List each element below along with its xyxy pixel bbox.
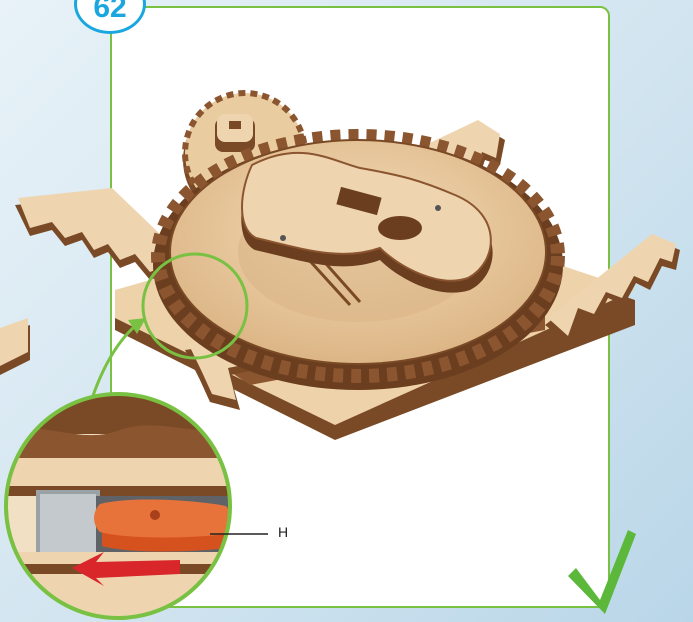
checkmark-icon: [568, 530, 636, 614]
left-edge-part: [0, 318, 30, 375]
magnifier-callout: [0, 394, 240, 622]
part-label: H: [278, 524, 288, 540]
step-number: 62: [93, 0, 126, 23]
